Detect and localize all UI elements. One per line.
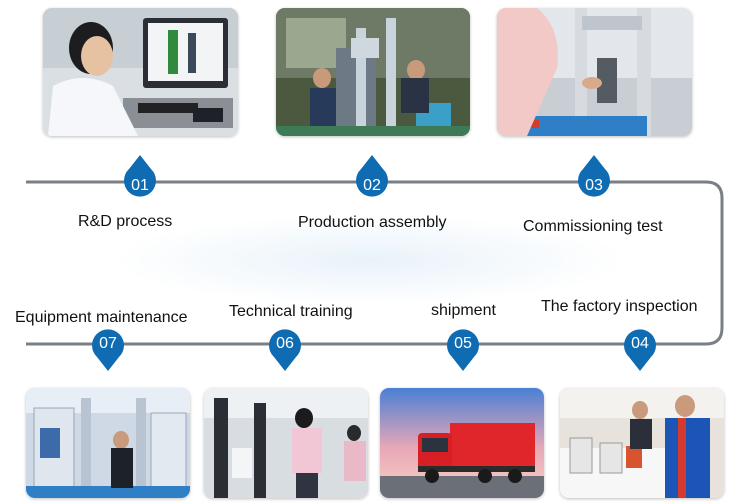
step-07-marker: 07 [91, 325, 125, 371]
inspection-photo [560, 388, 724, 498]
step-04-label: The factory inspection [541, 298, 698, 315]
step-07-number: 07 [99, 335, 117, 352]
step-04-marker: 04 [623, 325, 657, 371]
step-02-marker: 02 [355, 155, 389, 201]
maintenance-photo [26, 388, 190, 498]
step-01-marker: 01 [123, 155, 157, 201]
step-05-marker: 05 [446, 325, 480, 371]
testing-machine-photo [497, 8, 692, 136]
truck-photo [380, 388, 544, 498]
background-haze [110, 215, 630, 305]
step-01-number: 01 [131, 177, 149, 194]
step-02-number: 02 [363, 177, 381, 194]
step-03-marker: 03 [577, 155, 611, 201]
step-01-label: R&D process [78, 213, 173, 230]
step-04-number: 04 [631, 335, 649, 352]
step-07-label: Equipment maintenance [15, 309, 188, 326]
step-03-label: Commissioning test [523, 218, 663, 235]
assembly-workshop-photo [276, 8, 470, 136]
step-05-label: shipment [431, 302, 496, 319]
step-06-marker: 06 [268, 325, 302, 371]
training-photo [204, 388, 368, 498]
step-02-label: Production assembly [298, 214, 447, 231]
step-03-number: 03 [585, 177, 603, 194]
engineer-cad-photo [43, 8, 238, 136]
step-06-label: Technical training [229, 303, 353, 320]
step-06-number: 06 [276, 335, 294, 352]
step-05-number: 05 [454, 335, 472, 352]
